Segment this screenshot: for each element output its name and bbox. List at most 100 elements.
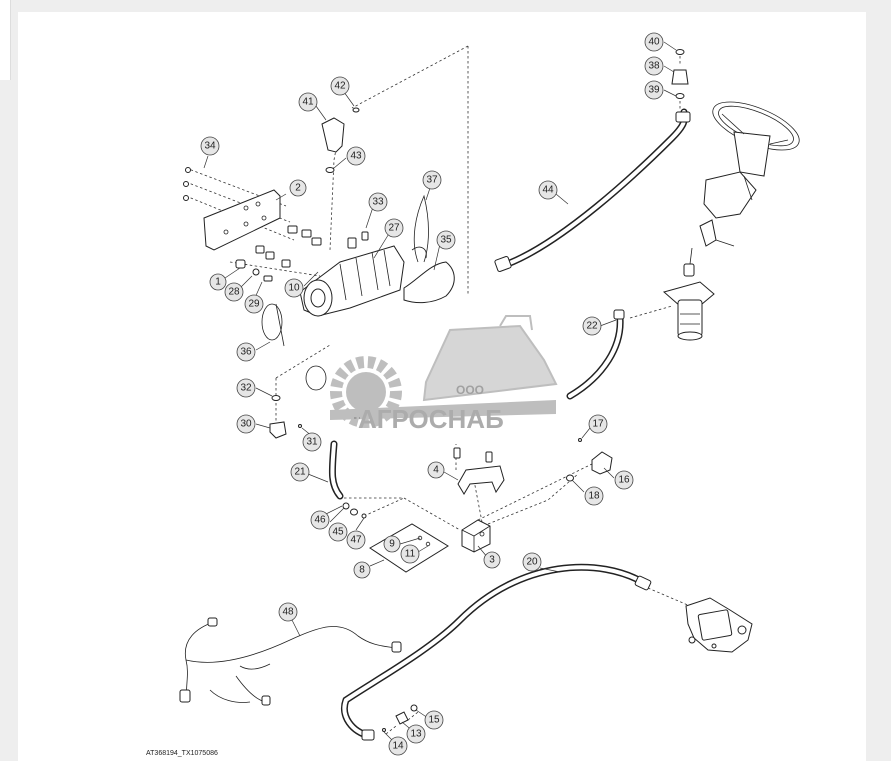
callouts: 1 2 3 4 8 9 10 11 13 14 15 16 17 18 20 2…	[200, 32, 664, 756]
svg-text:3: 3	[489, 555, 495, 566]
svg-text:34: 34	[204, 141, 216, 152]
svg-text:39: 39	[648, 85, 660, 96]
callout-38: 38	[644, 56, 664, 76]
callout-47: 47	[346, 530, 366, 550]
svg-text:41: 41	[302, 97, 314, 108]
svg-text:48: 48	[282, 607, 294, 618]
strap-36	[261, 303, 285, 347]
svg-text:22: 22	[586, 321, 598, 332]
fittings-38-40	[671, 49, 689, 99]
svg-text:46: 46	[314, 515, 326, 526]
svg-text:45: 45	[332, 527, 344, 538]
hose-22	[566, 309, 625, 400]
svg-text:40: 40	[648, 37, 660, 48]
callout-3: 3	[483, 551, 501, 569]
callout-22: 22	[582, 316, 602, 336]
svg-text:4: 4	[433, 465, 439, 476]
callout-35: 35	[436, 230, 456, 250]
callout-48: 48	[278, 602, 298, 622]
callout-46: 46	[310, 510, 330, 530]
svg-text:38: 38	[648, 61, 660, 72]
steering-wheel-assembly	[683, 101, 800, 277]
svg-text:8: 8	[359, 565, 365, 576]
callout-43: 43	[346, 146, 366, 166]
left-edge-strip	[0, 0, 11, 80]
svg-text:32: 32	[240, 383, 252, 394]
fittings-13-15	[382, 704, 418, 732]
fittings-group	[235, 225, 322, 282]
callout-1: 1	[209, 273, 227, 291]
callout-37: 37	[422, 170, 442, 190]
svg-text:44: 44	[542, 185, 554, 196]
svg-text:16: 16	[618, 475, 630, 486]
svg-text:35: 35	[440, 235, 452, 246]
callout-28: 28	[224, 282, 244, 302]
steering-valve	[662, 281, 715, 341]
callout-30: 30	[236, 414, 256, 434]
svg-text:31: 31	[306, 437, 318, 448]
callout-33: 33	[368, 192, 388, 212]
hose-44	[494, 108, 691, 272]
callout-31: 31	[302, 432, 322, 452]
svg-text:17: 17	[592, 419, 604, 430]
bracket-plate-2	[183, 167, 281, 251]
callout-13: 13	[406, 724, 426, 744]
svg-text:42: 42	[334, 81, 346, 92]
shield-35	[403, 261, 455, 304]
svg-text:15: 15	[428, 715, 440, 726]
callout-39: 39	[644, 80, 664, 100]
svg-text:9: 9	[389, 539, 395, 550]
callout-14: 14	[388, 736, 408, 756]
svg-text:28: 28	[228, 287, 240, 298]
svg-text:36: 36	[240, 347, 252, 358]
spring-clip-37	[411, 194, 429, 263]
callout-18: 18	[584, 486, 604, 506]
svg-text:2: 2	[295, 183, 301, 194]
watermark-prefix: ООО	[456, 383, 484, 397]
callout-17: 17	[588, 414, 608, 434]
callout-leaders	[203, 41, 677, 745]
hose-20	[341, 563, 652, 741]
bracket-4	[453, 447, 505, 495]
svg-text:13: 13	[410, 729, 422, 740]
callout-45: 45	[328, 522, 348, 542]
clamp	[305, 365, 327, 391]
watermark-logo: ООО АГРОСНАБ	[330, 315, 558, 434]
svg-text:29: 29	[248, 299, 260, 310]
hose-21	[328, 440, 344, 500]
svg-text:27: 27	[388, 223, 400, 234]
callout-4: 4	[427, 461, 445, 479]
svg-text:10: 10	[288, 283, 300, 294]
callout-29: 29	[244, 294, 264, 314]
callout-2: 2	[289, 179, 307, 197]
callout-11: 11	[400, 544, 420, 564]
svg-text:21: 21	[294, 467, 306, 478]
callout-10: 10	[284, 278, 304, 298]
callout-32: 32	[236, 378, 256, 398]
svg-text:30: 30	[240, 419, 252, 430]
elbow-fitting-41	[321, 107, 360, 173]
callout-36: 36	[236, 342, 256, 362]
callout-42: 42	[330, 76, 350, 96]
fitting-16	[566, 438, 613, 482]
svg-text:20: 20	[526, 557, 538, 568]
callout-16: 16	[614, 470, 634, 490]
svg-text:47: 47	[350, 535, 362, 546]
callout-41: 41	[298, 92, 318, 112]
steering-cylinder	[685, 597, 753, 653]
svg-text:14: 14	[392, 741, 404, 752]
svg-text:43: 43	[350, 151, 362, 162]
svg-text:33: 33	[372, 197, 384, 208]
svg-text:18: 18	[588, 491, 600, 502]
callout-9: 9	[383, 535, 401, 553]
callout-20: 20	[522, 552, 542, 572]
wiring-harness-48	[179, 617, 402, 706]
callout-44: 44	[538, 180, 558, 200]
elbow-fitting-30	[269, 395, 302, 439]
svg-text:37: 37	[426, 175, 438, 186]
callout-15: 15	[424, 710, 444, 730]
callout-21: 21	[290, 462, 310, 482]
watermark-brand: АГРОСНАБ	[358, 404, 504, 434]
svg-text:11: 11	[405, 549, 416, 560]
